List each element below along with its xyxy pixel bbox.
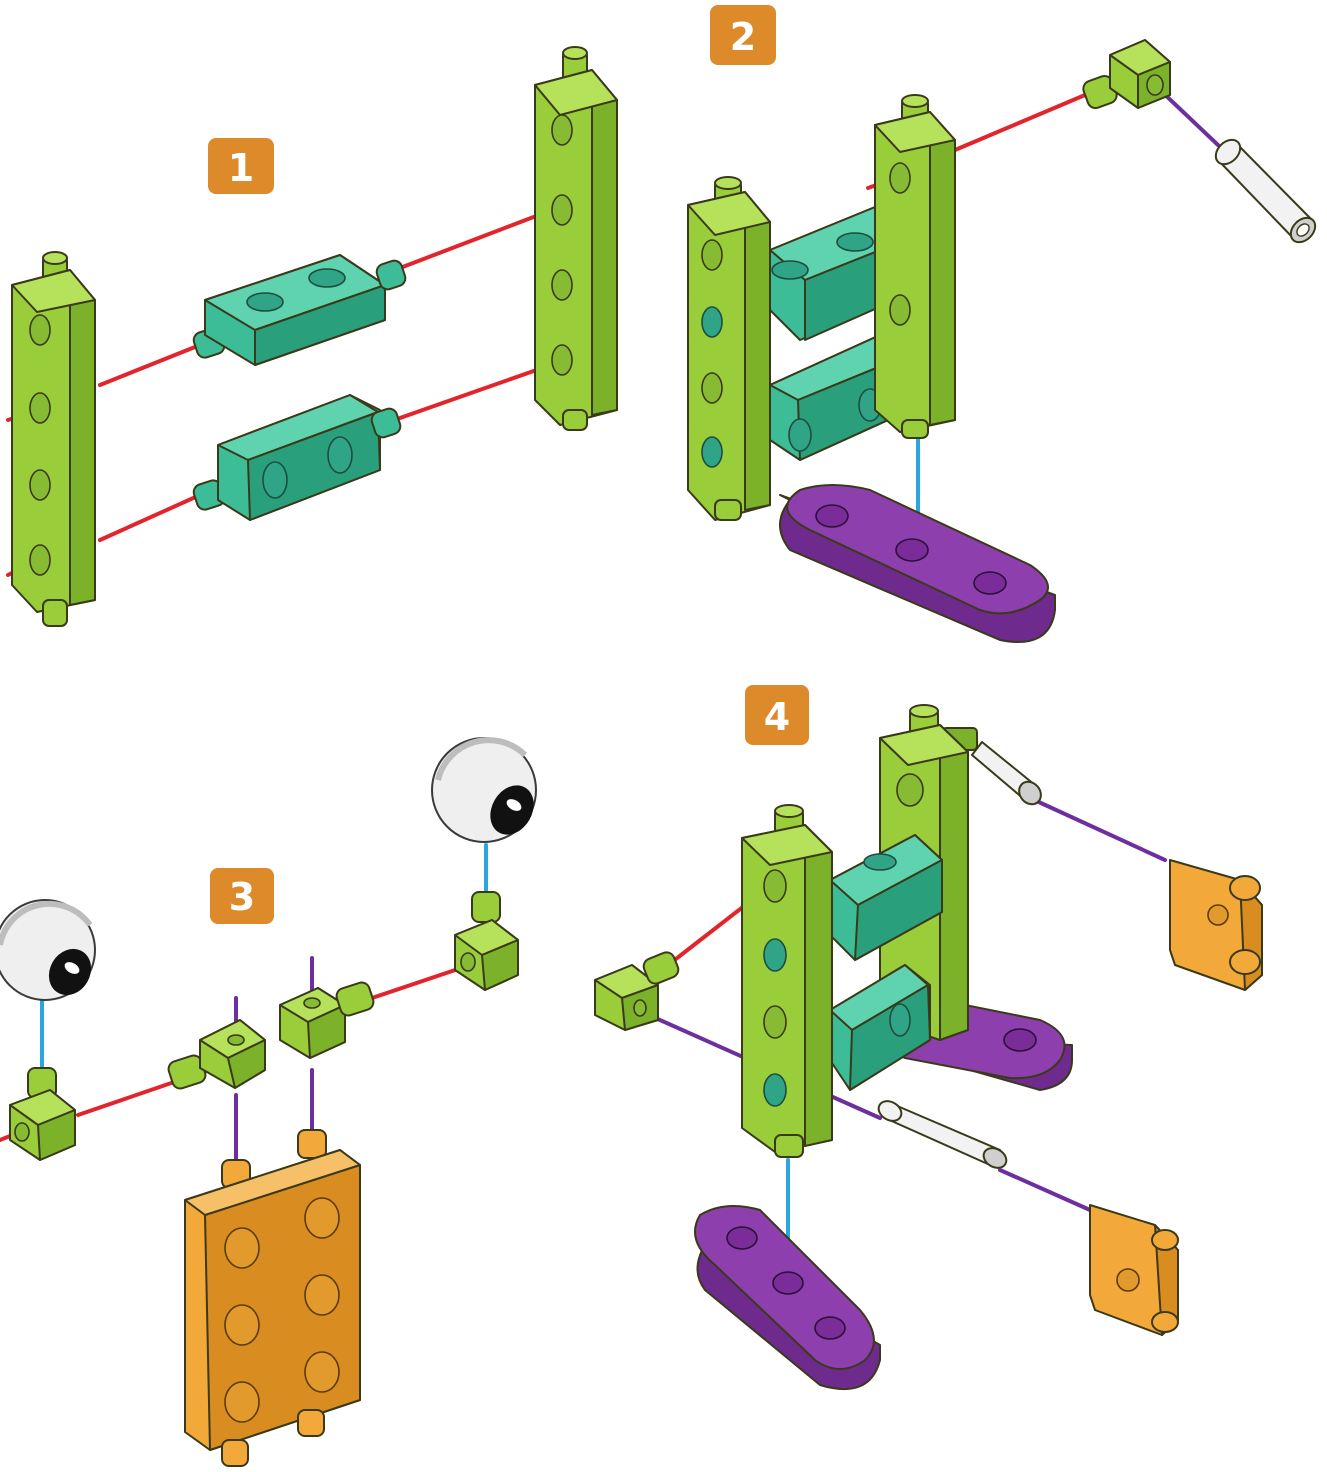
purple-foot xyxy=(694,1205,881,1391)
orange-clip xyxy=(1169,859,1263,991)
guide-line xyxy=(998,1168,1092,1212)
white-axle xyxy=(877,1100,1008,1169)
lime-elbow-connector xyxy=(9,1067,76,1161)
step-number: 2 xyxy=(730,15,756,59)
lime-elbow-connector xyxy=(279,981,375,1059)
guide-line xyxy=(76,1078,182,1117)
step-3-group: 3 xyxy=(0,737,537,1467)
lime-beam-right xyxy=(534,46,618,431)
step-badge-3: 3 xyxy=(210,868,274,924)
step-number: 3 xyxy=(229,875,255,919)
guide-line xyxy=(1158,88,1220,147)
teal-connector-lower xyxy=(192,394,402,521)
step-1-group: 1 xyxy=(6,46,618,627)
lime-beam-right xyxy=(874,94,956,439)
lime-elbow-connector xyxy=(1082,39,1171,110)
teal-connector-lower xyxy=(829,964,931,1091)
guide-line xyxy=(98,343,202,387)
step-4-group: 4 xyxy=(594,685,1263,1391)
lime-beam-left xyxy=(687,176,771,521)
lime-elbow-connector xyxy=(454,891,519,991)
teal-connector-upper xyxy=(829,834,943,961)
step-number: 4 xyxy=(764,695,790,739)
orange-clip xyxy=(1089,1204,1179,1336)
guide-line xyxy=(953,93,1087,152)
step-badge-4: 4 xyxy=(745,685,809,745)
guide-line xyxy=(98,493,202,542)
purple-foot xyxy=(779,484,1056,643)
white-axle xyxy=(1214,138,1317,244)
step-badge-2: 2 xyxy=(710,5,776,65)
googly-eye-right xyxy=(431,737,537,843)
guide-line xyxy=(1028,796,1167,862)
googly-eye-left xyxy=(0,899,96,1001)
lime-beam-left xyxy=(11,251,96,627)
step-2-group: 2 xyxy=(687,5,1317,643)
teal-connector-upper xyxy=(192,254,407,366)
guide-line xyxy=(370,963,472,1000)
lime-beam-left xyxy=(741,804,833,1158)
step-number: 1 xyxy=(228,146,254,190)
step-badge-1: 1 xyxy=(208,138,274,194)
white-axle xyxy=(971,741,1042,806)
lime-elbow-connector xyxy=(594,951,680,1031)
lime-elbow-connector xyxy=(167,1019,266,1090)
orange-plate xyxy=(184,1129,361,1467)
